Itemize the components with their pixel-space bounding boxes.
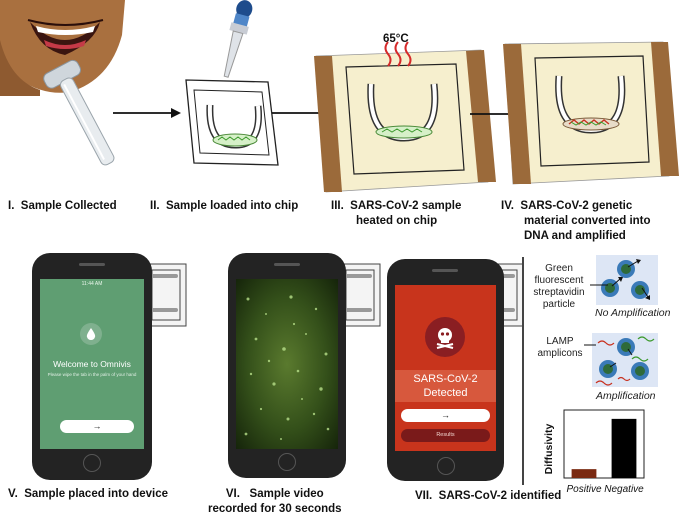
- step-3-text-2: heated on chip: [356, 215, 438, 227]
- step-6-text-2: recorded for 30 seconds: [208, 503, 342, 515]
- phone-1-speaker: [79, 263, 105, 266]
- bar-negative: [611, 418, 637, 478]
- welcome-subtitle: Please wipe the tab in the palm of your …: [47, 372, 137, 377]
- legend-divider: [522, 257, 524, 485]
- phone-2-speaker: [274, 263, 300, 266]
- no-amplification-diagram: [596, 255, 658, 305]
- tick-positive: Positive: [566, 484, 601, 495]
- welcome-heading: Welcome to Omnivis: [53, 359, 131, 369]
- amplification-diagram: [592, 333, 658, 387]
- face-swab-illustration: [0, 0, 125, 166]
- phone-2: [228, 253, 346, 478]
- particle-label: Green fluorescent streptavidin particle: [526, 263, 592, 311]
- particle-label-line-4: particle: [542, 299, 576, 310]
- step-7-label: VII. SARS-CoV-2 identified: [415, 489, 561, 504]
- step-5-label: V. Sample placed into device: [8, 487, 168, 502]
- amplicon-label-line-2: amplicons: [537, 348, 583, 359]
- phone-1: 11:44 AM Welcome to Omnivis Please wipe …: [32, 253, 152, 480]
- step-5-numeral: V.: [8, 488, 18, 500]
- drop-icon: [80, 323, 102, 345]
- chip-loading-illustration: [185, 0, 279, 166]
- step-3-numeral: III.: [331, 200, 344, 212]
- step-7-numeral: VII.: [415, 490, 433, 502]
- step-6-label: VI. Sample video recorded for 30 seconds: [208, 487, 342, 517]
- particle-label-line-3: streptavidin: [533, 287, 585, 298]
- chart-ylabel: Diffusivity: [543, 423, 555, 474]
- step-2-numeral: II.: [150, 200, 160, 212]
- step-7-text: SARS-CoV-2 identified: [438, 490, 562, 502]
- step-4-text-3: DNA and amplified: [524, 230, 626, 242]
- bar-positive: [571, 469, 597, 478]
- continue-button[interactable]: →: [60, 420, 134, 433]
- step-3-label: III. SARS-CoV-2 sample heated on chip: [331, 199, 461, 229]
- result-line-1: SARS-CoV-2: [413, 373, 478, 385]
- result-banner: [395, 370, 496, 402]
- result-line-2: Detected: [423, 387, 468, 399]
- step-1-text: Sample Collected: [20, 200, 117, 212]
- step-4-label: IV. SARS-CoV-2 genetic material converte…: [501, 199, 651, 244]
- temperature-label: 65°C: [383, 33, 409, 45]
- fluorescence-video-screen: [236, 279, 338, 449]
- step-2-text: Sample loaded into chip: [165, 200, 299, 212]
- step-6-numeral: VI.: [225, 488, 240, 500]
- step-2-label: II. Sample loaded into chip: [150, 199, 298, 214]
- amplification-caption: Amplification: [596, 390, 656, 402]
- particle-label-line-2: fluorescent: [534, 275, 584, 286]
- chip-heated-illustration: [314, 41, 496, 193]
- phone-1-home-button[interactable]: [83, 454, 101, 472]
- phone-3-home-button[interactable]: [437, 457, 455, 475]
- chart-plot-area: [563, 409, 645, 479]
- particle-pointer: [590, 284, 608, 286]
- step-1-label: I. Sample Collected: [8, 199, 117, 214]
- skull-crossbones-icon: [425, 317, 465, 357]
- result-continue-button[interactable]: →: [401, 409, 490, 422]
- amplicon-pointer: [584, 344, 596, 346]
- amplicon-label-line-1: LAMP: [546, 336, 574, 347]
- phone-3-speaker: [432, 269, 458, 272]
- tick-negative: Negative: [604, 484, 644, 495]
- phone-1-status-time: 11:44 AM: [81, 281, 103, 287]
- chip-amplified-illustration: [503, 41, 679, 185]
- phone-1-chip-connector: [147, 263, 187, 327]
- phone-3: SARS-CoV-2 Detected → Results: [387, 259, 504, 481]
- step-3-text: SARS-CoV-2 sample: [350, 200, 462, 212]
- arrow-1: [113, 108, 181, 118]
- step-6-text: Sample video: [249, 488, 324, 500]
- no-amplification-caption: No Amplification: [595, 307, 671, 319]
- step-4-numeral: IV.: [501, 200, 515, 212]
- phone-1-screen: 11:44 AM Welcome to Omnivis Please wipe …: [40, 279, 144, 449]
- step-4-text-2: material converted into: [524, 215, 651, 227]
- step-5-text: Sample placed into device: [24, 488, 169, 500]
- step-1-numeral: I.: [8, 200, 15, 212]
- particle-label-line-1: Green: [545, 263, 573, 274]
- phone-2-home-button[interactable]: [278, 453, 296, 471]
- phone-2-chip-connector: [341, 263, 381, 327]
- step-4-text: SARS-CoV-2 genetic: [520, 200, 633, 212]
- result-screen: SARS-CoV-2 Detected → Results: [395, 285, 496, 451]
- amplicon-label: LAMP amplicons: [530, 336, 590, 360]
- results-button[interactable]: Results: [401, 429, 490, 442]
